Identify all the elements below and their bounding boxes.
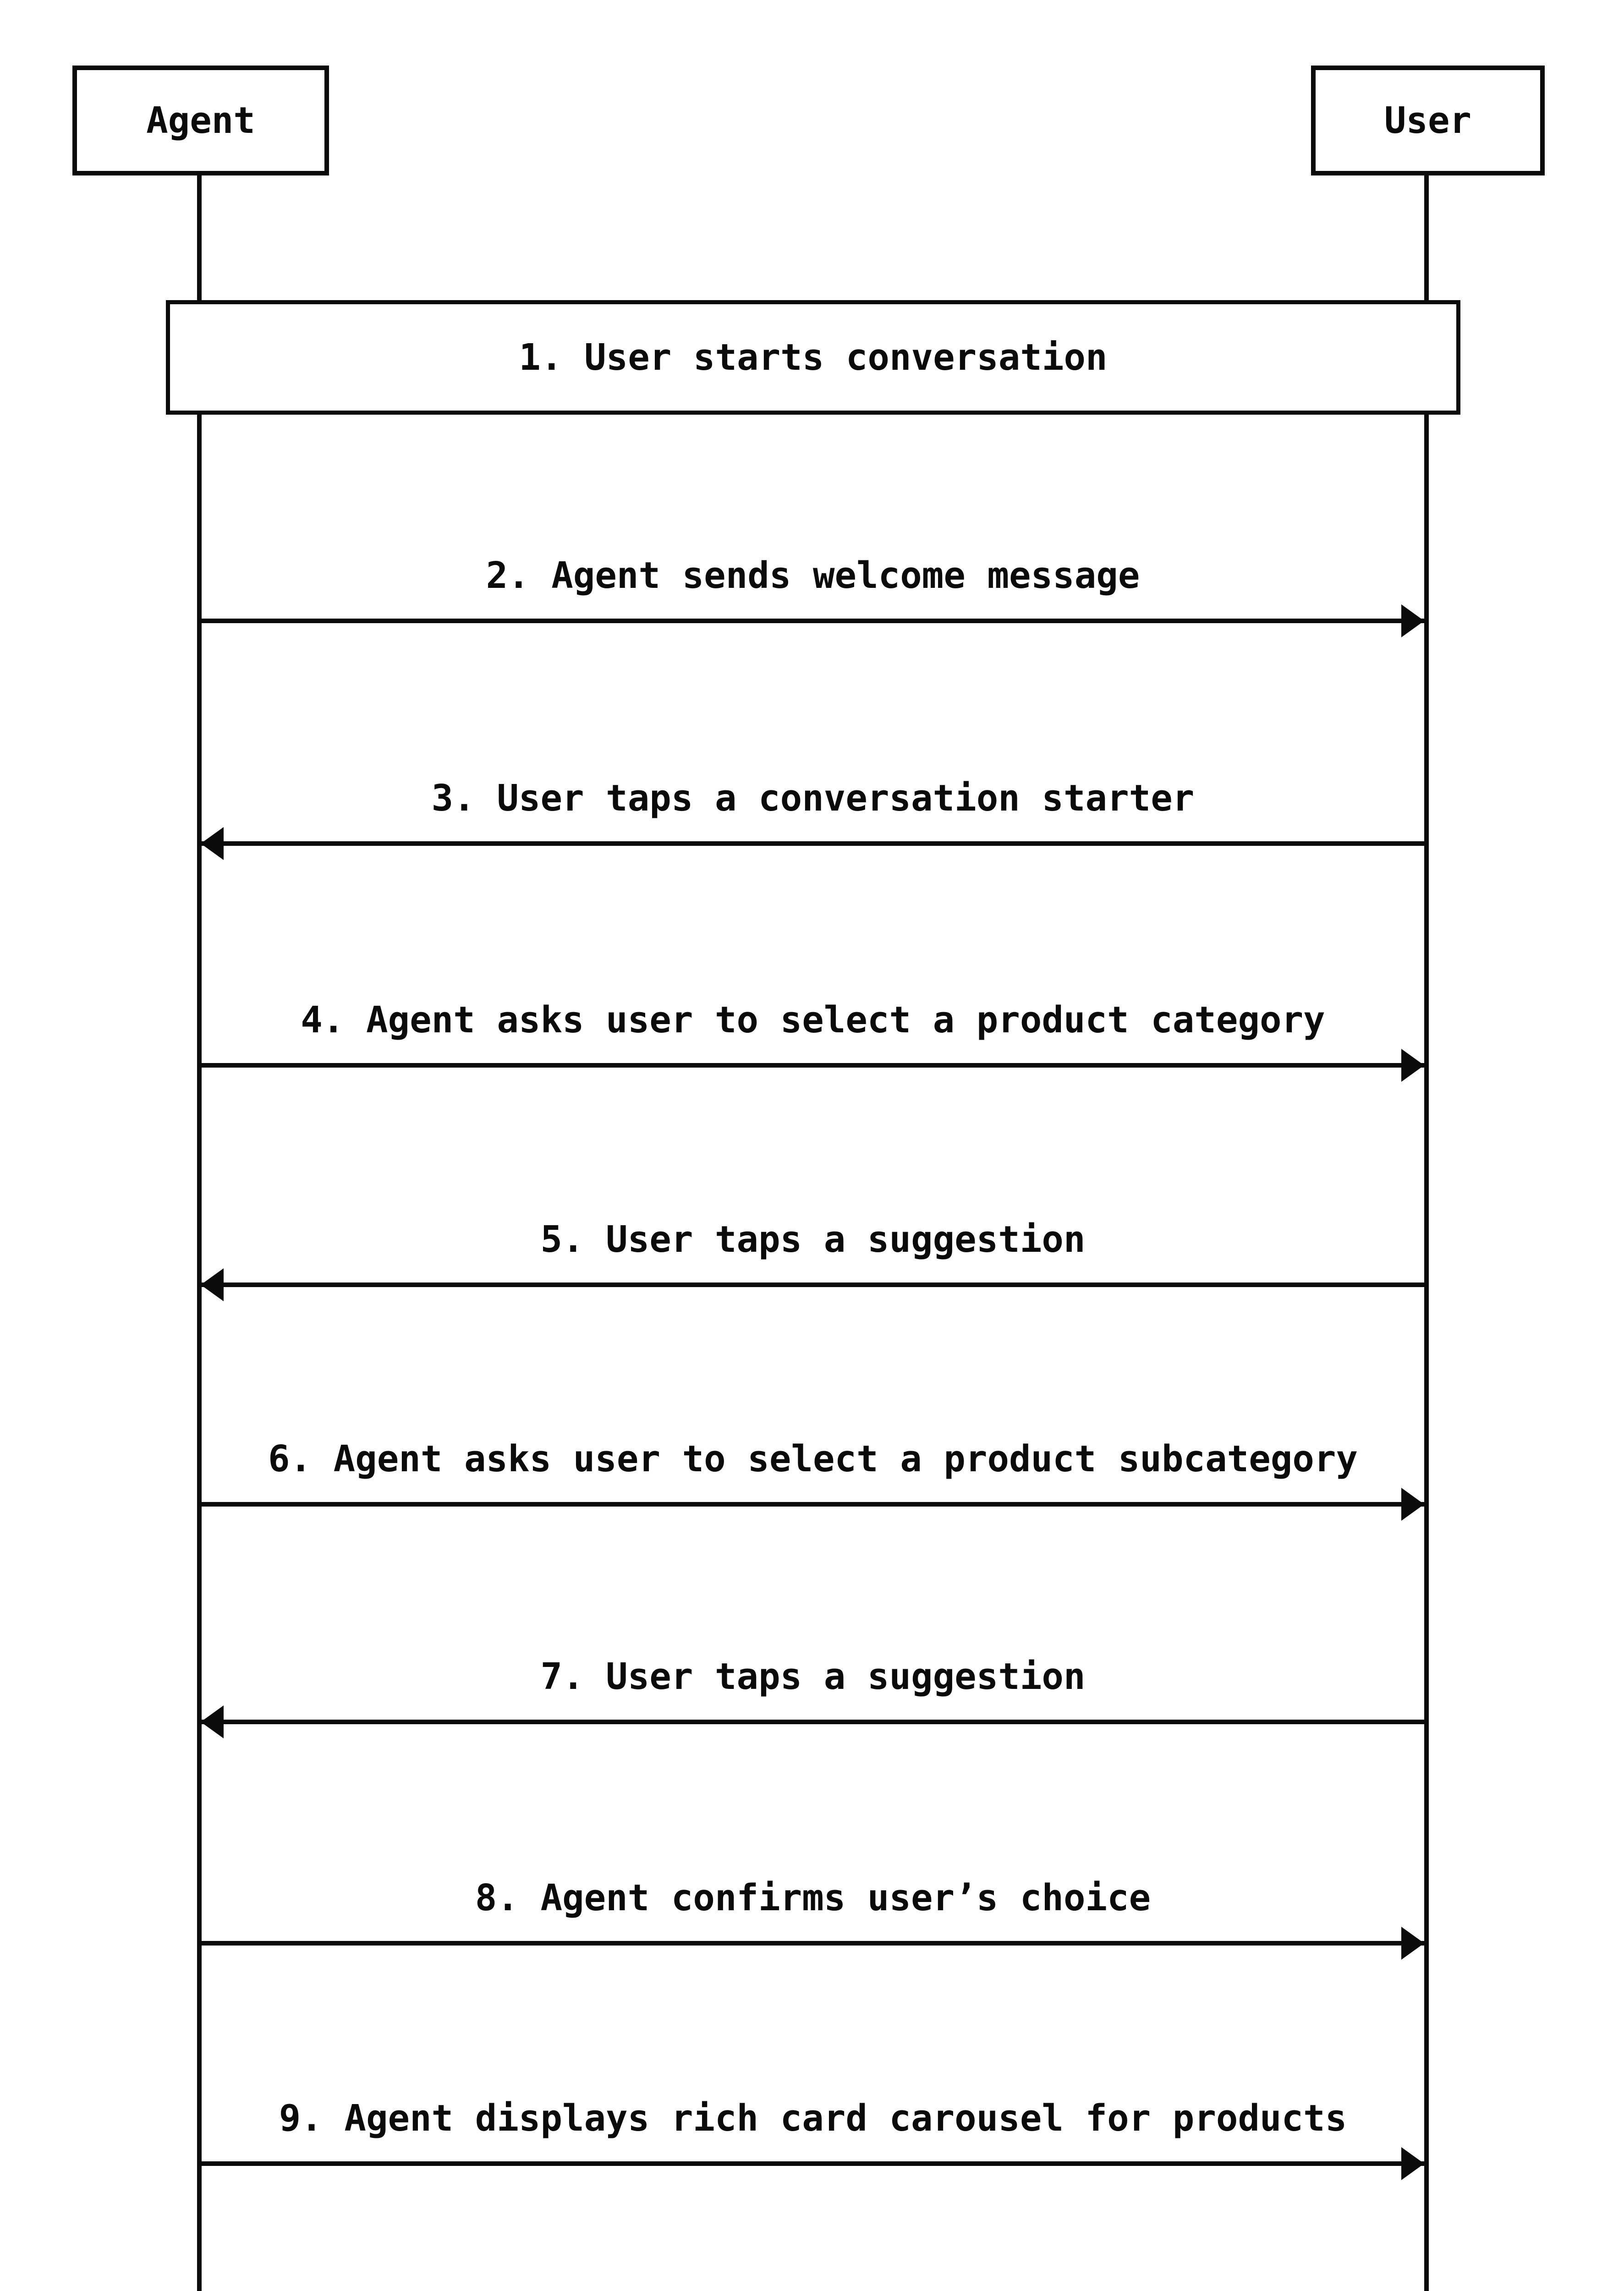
actor-label-user-top: User (1384, 99, 1472, 142)
message-6-arrowhead-right-icon (1401, 1488, 1424, 1521)
message-9-arrow-line (199, 2161, 1426, 2166)
message-2-label: 2. Agent sends welcome message (486, 554, 1140, 597)
message-7-label: 7. User taps a suggestion (540, 1655, 1086, 1698)
lifeline-agent (197, 175, 202, 2291)
actor-box-agent-top: Agent (72, 66, 329, 175)
message-9-arrowhead-right-icon (1401, 2147, 1424, 2180)
message-6-label: 6. Agent asks user to select a product s… (268, 1438, 1358, 1480)
message-5-arrow-line (199, 1283, 1426, 1287)
actor-label-agent-top: Agent (146, 99, 255, 142)
message-9-label: 9. Agent displays rich card carousel for… (279, 2097, 1347, 2139)
message-2-arrow-line (199, 619, 1426, 623)
message-2-arrowhead-right-icon (1401, 604, 1424, 637)
note-label: 1. User starts conversation (519, 336, 1108, 378)
message-4-arrow-line (199, 1063, 1426, 1068)
message-3-label: 3. User taps a conversation starter (431, 777, 1195, 819)
message-8-label: 8. Agent confirms user’s choice (475, 1877, 1151, 1919)
message-5-label: 5. User taps a suggestion (540, 1218, 1086, 1261)
message-8-arrow-line (199, 1941, 1426, 1946)
message-8-arrowhead-right-icon (1401, 1927, 1424, 1960)
note-box: 1. User starts conversation (166, 300, 1460, 415)
message-7-arrowhead-left-icon (201, 1705, 224, 1738)
message-3-arrowhead-left-icon (201, 827, 224, 860)
message-3-arrow-line (199, 841, 1426, 846)
message-5-arrowhead-left-icon (201, 1268, 224, 1301)
message-7-arrow-line (199, 1720, 1426, 1724)
message-4-arrowhead-right-icon (1401, 1049, 1424, 1082)
message-4-label: 4. Agent asks user to select a product c… (301, 999, 1325, 1041)
message-6-arrow-line (199, 1502, 1426, 1507)
lifeline-user (1424, 175, 1429, 2291)
actor-box-user-top: User (1311, 66, 1545, 175)
